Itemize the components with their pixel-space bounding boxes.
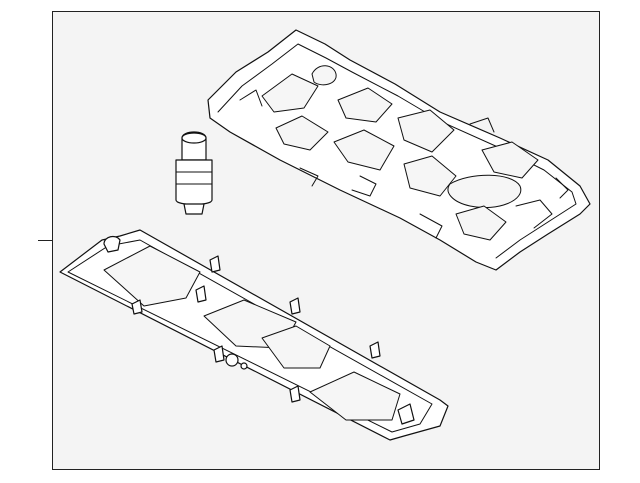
lens-panel-icon: [59, 229, 449, 441]
map-lamp-housing-icon: [207, 29, 591, 271]
callout-leader-line: [38, 240, 52, 241]
bulb-socket-icon: [175, 131, 213, 215]
